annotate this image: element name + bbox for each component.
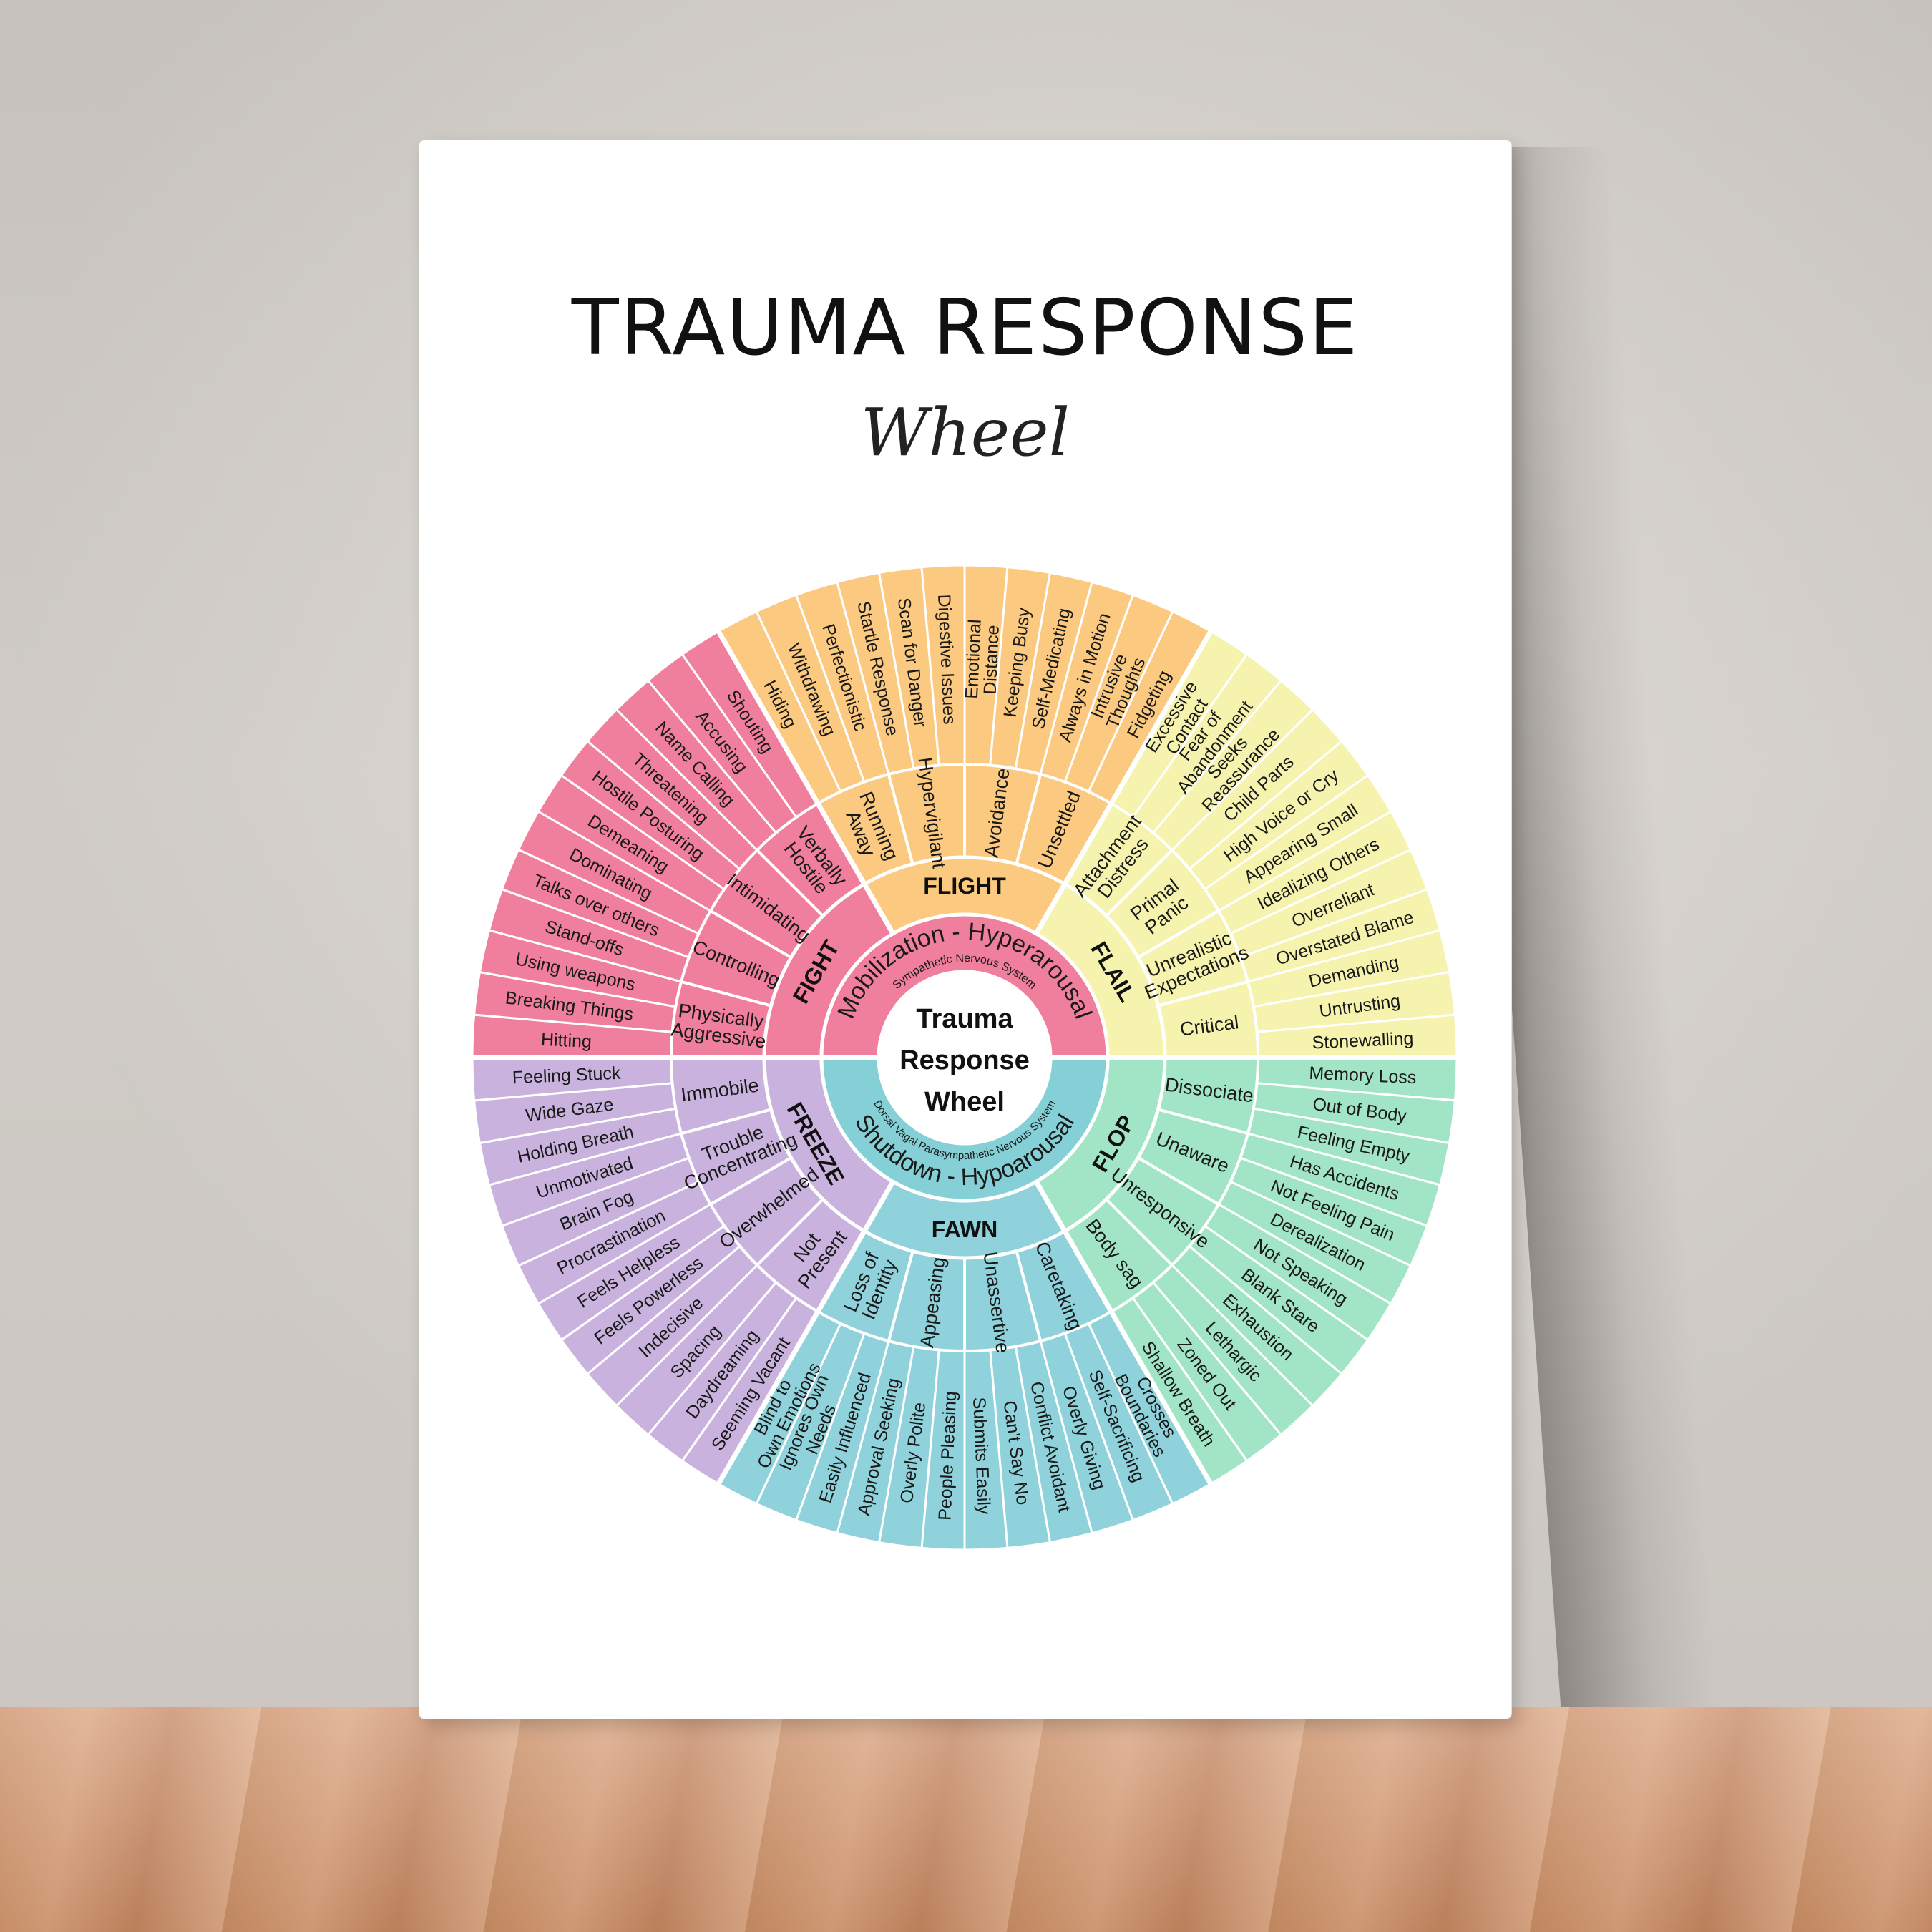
center-title-line: Response	[899, 1045, 1030, 1075]
center-title-line: Trauma	[916, 1004, 1013, 1034]
outer-label-fight: Hitting	[540, 1030, 592, 1052]
outer-label-flight: EmotionalDistance	[962, 619, 1003, 700]
center-title-line: Wheel	[924, 1087, 1005, 1117]
response-name-flight: FLIGHT	[923, 873, 1006, 899]
response-name-fawn: FAWN	[932, 1216, 997, 1242]
